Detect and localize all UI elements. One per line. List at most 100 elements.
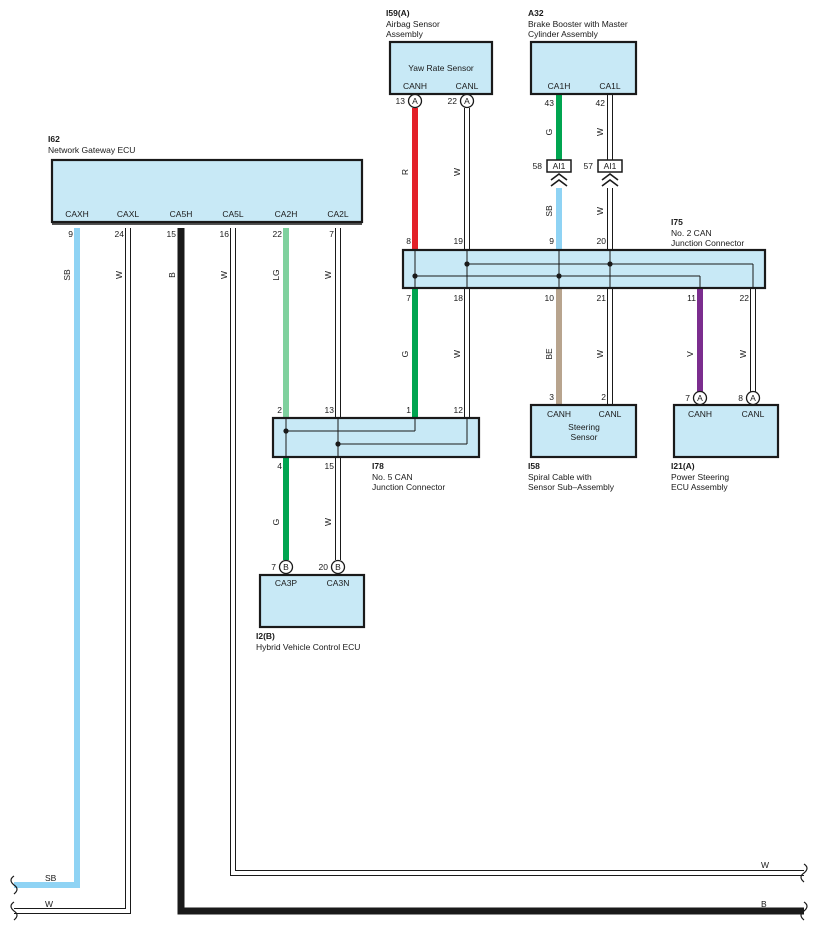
i78-pin-2: 2: [277, 405, 282, 415]
i75-pin-21: 21: [597, 293, 607, 303]
wire-code-b-edge: B: [761, 899, 767, 909]
i21-name-line1: Power Steering: [671, 472, 729, 482]
wire-b-ca5h: [177, 228, 804, 915]
a32-brake-booster-box: [529, 40, 638, 96]
i78-internal-bus: [285, 418, 468, 457]
i62-pin-9: 9: [68, 229, 73, 239]
i78-code: I78: [372, 461, 384, 471]
i58-name-line1: Spiral Cable with: [528, 472, 592, 482]
wire-code-sb-edge: SB: [45, 873, 57, 883]
i78-name-line2: Junction Connector: [372, 482, 445, 492]
i21-name-line2: ECU Assembly: [671, 482, 728, 492]
i58-pin-label-canl: CANL: [599, 409, 622, 419]
i62-pin-label-caxl: CAXL: [117, 209, 139, 219]
i58-pin-3: 3: [549, 392, 554, 402]
wire-code-w-i75-18: W: [452, 350, 462, 358]
wire-break-left: [10, 875, 18, 921]
wire-code-v-i75: V: [685, 351, 695, 357]
ai1-label-1: AI1: [553, 161, 566, 171]
i75-name-line2: Junction Connector: [671, 238, 744, 248]
i59-pin-22: 22: [448, 96, 458, 106]
i21-code: I21(A): [671, 461, 695, 471]
connector-circles: [278, 93, 761, 575]
wire-break-right: [800, 863, 808, 921]
i59-airbag-sensor-box: [388, 40, 494, 96]
i62-code: I62: [48, 134, 60, 144]
wire-code-w-i75-21: W: [595, 350, 605, 358]
wire-code-w-i62-24: W: [114, 271, 124, 279]
i75-code: I75: [671, 217, 683, 227]
i59-connector-letter-2: A: [464, 96, 470, 106]
i75-pin-20: 20: [597, 236, 607, 246]
i75-pin-8: 8: [406, 236, 411, 246]
i75-pin-22: 22: [740, 293, 750, 303]
a32-pin-43: 43: [545, 98, 555, 108]
i58-pin-label-canh: CANH: [547, 409, 571, 419]
wire-code-w-i59: W: [452, 168, 462, 176]
wire-w-caxl: [14, 228, 131, 914]
wire-code-w-a32: W: [595, 128, 605, 136]
a32-pin-42: 42: [596, 98, 606, 108]
wire-code-g-a32: G: [544, 129, 554, 136]
i62-name: Network Gateway ECU: [48, 145, 135, 155]
i75-pin-7: 7: [406, 293, 411, 303]
i2-pin-label-ca3n: CA3N: [327, 578, 350, 588]
i59-name-line1: Airbag Sensor: [386, 19, 440, 29]
i75-pin-9: 9: [549, 236, 554, 246]
i21-pin-label-canh: CANH: [688, 409, 712, 419]
i59-pin-13: 13: [396, 96, 406, 106]
i62-pin-label-caxh: CAXH: [65, 209, 89, 219]
ai1-pin-57: 57: [584, 161, 594, 171]
wire-code-w-edge-bottom: W: [45, 899, 53, 909]
i58-inner-line2: Sensor: [571, 432, 598, 442]
i62-pin-24: 24: [115, 229, 125, 239]
wire-code-g-i78: G: [271, 519, 281, 526]
i2-pin-20: 20: [319, 562, 329, 572]
wire-code-be-i75: BE: [544, 348, 554, 360]
wire-code-sb-ai1: SB: [544, 205, 554, 217]
wire-code-r-i59: R: [400, 169, 410, 175]
i59-inner-label: Yaw Rate Sensor: [408, 63, 474, 73]
i58-inner-line1: Steering: [568, 422, 600, 432]
wire-code-w-i78: W: [323, 518, 333, 526]
wire-code-w-edge-right: W: [761, 860, 769, 870]
i78-splice-dots: [283, 428, 341, 447]
i21-connector-letter-2: A: [750, 393, 756, 403]
i78-pin-13: 13: [325, 405, 335, 415]
i78-junction-connector-box: [271, 416, 481, 459]
i75-pin-11: 11: [687, 293, 696, 303]
i2-code: I2(B): [256, 631, 275, 641]
ai1-pin-58: 58: [533, 161, 543, 171]
i21-connector-letter-1: A: [697, 393, 703, 403]
wire-code-w-ai1: W: [595, 207, 605, 215]
wire-code-w-i62-7: W: [323, 271, 333, 279]
wire-w-ca5l: [230, 228, 804, 876]
wire-code-b-i62: B: [167, 272, 177, 278]
a32-name-line1: Brake Booster with Master: [528, 19, 628, 29]
i2-connector-letter-1: B: [283, 562, 289, 572]
i2-pin-7: 7: [271, 562, 276, 572]
i59-pin-label-canl: CANL: [456, 81, 479, 91]
i78-pin-1: 1: [406, 405, 411, 415]
wire-code-g-i75-7: G: [400, 351, 410, 358]
i78-name-line1: No. 5 CAN: [372, 472, 413, 482]
i2-hybrid-vehicle-ecu-box: [258, 573, 366, 629]
a32-pin-label-ca1l: CA1L: [599, 81, 621, 91]
i78-pin-15: 15: [325, 461, 335, 471]
wire-code-w-i62-16: W: [219, 271, 229, 279]
wire-code-lg-i62: LG: [271, 269, 281, 280]
i75-pin-18: 18: [454, 293, 464, 303]
i59-name-line2: Assembly: [386, 29, 424, 39]
i58-spiral-cable-box: [529, 403, 638, 459]
i75-splice-dots: [412, 261, 613, 279]
i62-pin-label-ca2h: CA2H: [275, 209, 298, 219]
i21-power-steering-ecu-box: [672, 403, 780, 459]
i21-pin-label-canl: CANL: [742, 409, 765, 419]
i62-network-gateway-ecu-box: [50, 158, 364, 224]
i75-pin-19: 19: [454, 236, 464, 246]
i75-pin-10: 10: [545, 293, 555, 303]
i59-code: I59(A): [386, 8, 410, 18]
ai1-label-2: AI1: [604, 161, 617, 171]
wire-code-w-i75-22: W: [738, 350, 748, 358]
